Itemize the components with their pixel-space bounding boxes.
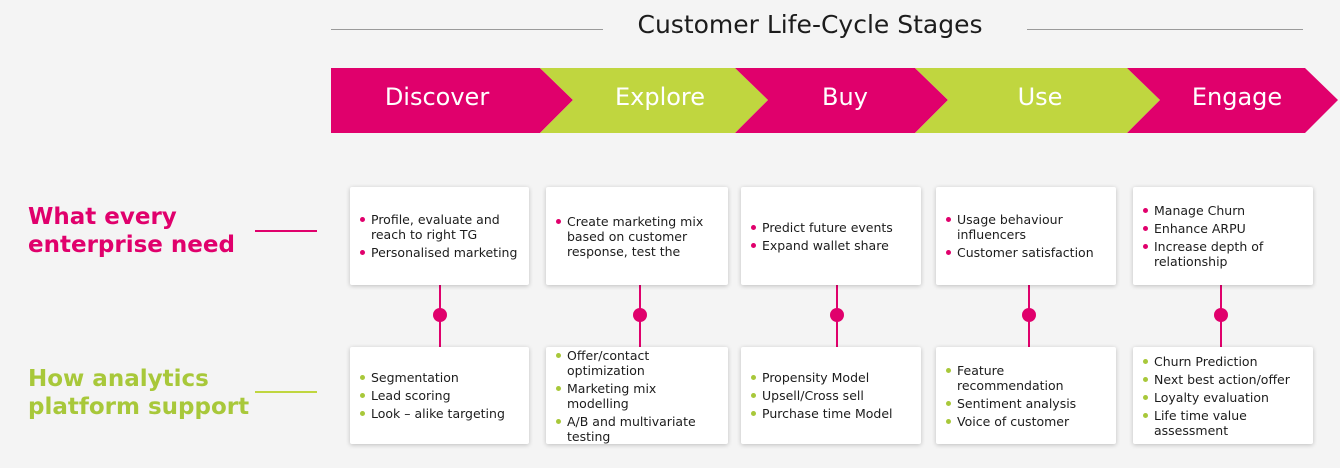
- support-item: Next best action/offer: [1143, 372, 1307, 387]
- need-item: Enhance ARPU: [1143, 221, 1307, 236]
- support-card-engage: Churn Prediction Next best action/offer …: [1133, 347, 1313, 444]
- stage-label-explore: Explore: [614, 83, 706, 111]
- stage-arrow-discover: [331, 68, 573, 133]
- need-card-engage: Manage Churn Enhance ARPU Increase depth…: [1133, 187, 1313, 285]
- row-label-need-line1: What every: [28, 204, 177, 230]
- support-card-buy: Propensity Model Upsell/Cross sell Purch…: [741, 347, 921, 444]
- stage-arrow-use: [915, 68, 1160, 133]
- stage-arrow-band: [331, 68, 1338, 133]
- support-item: Segmentation: [360, 370, 505, 385]
- need-item: Predict future events: [751, 220, 893, 235]
- connector-dot-buy: [830, 308, 844, 322]
- row-line-support: [255, 391, 317, 393]
- stage-label-discover: Discover: [384, 83, 490, 111]
- need-item: Expand wallet share: [751, 238, 893, 253]
- need-card-discover: Profile, evaluate and reach to right TG …: [350, 187, 529, 285]
- title-rule-right: [1027, 29, 1303, 30]
- support-item: Loyalty evaluation: [1143, 390, 1307, 405]
- stage-label-engage: Engage: [1191, 83, 1283, 111]
- need-card-buy: Predict future events Expand wallet shar…: [741, 187, 921, 285]
- need-item: Profile, evaluate and reach to right TG: [360, 212, 523, 242]
- support-item: Purchase time Model: [751, 406, 892, 421]
- need-card-use: Usage behaviour influencers Customer sat…: [936, 187, 1116, 285]
- row-label-need-line2: enterprise need: [28, 232, 235, 258]
- support-item: Marketing mix modelling: [556, 381, 722, 411]
- row-label-support: How analytics platform support: [28, 365, 249, 421]
- support-item: Voice of customer: [946, 414, 1110, 429]
- support-item: Life time value assessment: [1143, 408, 1307, 438]
- stage-arrow-engage: [1127, 68, 1338, 133]
- need-item: Create marketing mix based on customer r…: [556, 214, 722, 259]
- row-line-need: [255, 230, 317, 232]
- need-item: Usage behaviour influencers: [946, 212, 1110, 242]
- support-item: Feature recommendation: [946, 363, 1110, 393]
- support-card-explore: Offer/contact optimization Marketing mix…: [546, 347, 728, 444]
- connector-dot-engage: [1214, 308, 1228, 322]
- page-title: Customer Life-Cycle Stages: [637, 10, 983, 39]
- support-item: Sentiment analysis: [946, 396, 1110, 411]
- stage-arrow-buy: [735, 68, 948, 133]
- connector-dot-explore: [633, 308, 647, 322]
- stage-arrow-explore: [540, 68, 768, 133]
- need-item: Customer satisfaction: [946, 245, 1110, 260]
- stage-label-use: Use: [1017, 83, 1063, 111]
- stage-label-buy: Buy: [822, 83, 868, 111]
- connector-dot-discover: [433, 308, 447, 322]
- title-rule-left: [331, 29, 603, 30]
- need-card-explore: Create marketing mix based on customer r…: [546, 187, 728, 285]
- support-item: Lead scoring: [360, 388, 505, 403]
- support-item: Churn Prediction: [1143, 354, 1307, 369]
- row-label-support-line2: platform support: [28, 394, 250, 420]
- support-item: Look – alike targeting: [360, 406, 505, 421]
- connector-dot-use: [1022, 308, 1036, 322]
- support-item: Offer/contact optimization: [556, 348, 722, 378]
- support-card-use: Feature recommendation Sentiment analysi…: [936, 347, 1116, 444]
- support-card-discover: Segmentation Lead scoring Look – alike t…: [350, 347, 529, 444]
- need-item: Personalised marketing: [360, 245, 523, 260]
- need-item: Manage Churn: [1143, 203, 1307, 218]
- need-item: Increase depth of relationship: [1143, 239, 1307, 269]
- row-label-need: What every enterprise need: [28, 203, 235, 259]
- support-item: Propensity Model: [751, 370, 892, 385]
- support-item: Upsell/Cross sell: [751, 388, 892, 403]
- row-label-support-line1: How analytics: [28, 366, 209, 392]
- support-item: A/B and multivariate testing: [556, 414, 722, 444]
